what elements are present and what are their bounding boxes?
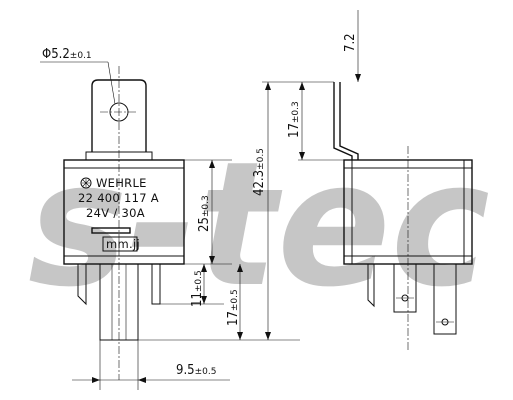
date-stamp-box xyxy=(102,236,138,252)
pin-short-dim: 11±0.5 xyxy=(190,270,205,307)
pin-spacing-dim: 9.5±0.5 xyxy=(176,363,216,378)
front-dimensions: Φ5.2±0.1 25±0.3 11±0.5 17±0.5 9.5±0.5 xyxy=(40,47,250,390)
side-view xyxy=(333,82,473,352)
dim-pin-long-arrows xyxy=(237,264,243,340)
side-pin-a-hole xyxy=(401,294,409,302)
side-pin-a xyxy=(393,263,417,313)
pin-center xyxy=(99,264,139,341)
front-view: WEHRLE 22 400 117 A 24V / 30A mm.jj xyxy=(63,66,185,380)
brand-label: WEHRLE xyxy=(96,176,147,190)
side-bracket-inner xyxy=(339,82,359,160)
bracket-base xyxy=(85,151,153,160)
side-dimensions: 7.2 42.3±0.5 17±0.3 xyxy=(250,10,361,341)
part-number-label: 22 400 117 A xyxy=(78,191,159,205)
date-stamp-label: mm.jj xyxy=(106,237,140,251)
bracket-height-dim: 17±0.3 xyxy=(287,101,302,138)
total-height-dim: 42.3±0.5 xyxy=(252,148,267,196)
dim-bracket-arrows xyxy=(299,82,305,160)
hole-diameter-dim: Φ5.2±0.1 xyxy=(42,47,92,62)
label-plate xyxy=(91,227,131,234)
pin-right xyxy=(151,264,161,305)
wehrle-logo-icon xyxy=(80,177,92,189)
hole-leader-d xyxy=(107,61,116,105)
side-bracket xyxy=(333,82,353,160)
side-pin-b xyxy=(433,263,457,335)
dim-offset-arrow xyxy=(355,74,361,82)
watermark-text: s-tec xyxy=(28,124,490,325)
logo-mark xyxy=(82,179,90,187)
pin-left xyxy=(77,264,87,306)
side-pin-small xyxy=(367,264,375,308)
pin-long-dim: 17±0.5 xyxy=(226,289,241,326)
relay-body-front xyxy=(63,159,185,265)
rating-label: 24V / 30A xyxy=(86,206,145,220)
body-height-dim: 25±0.3 xyxy=(197,195,212,232)
watermark: s-tec xyxy=(28,124,490,325)
dim-pin-short-arrows xyxy=(201,264,207,304)
bracket-offset-dim: 7.2 xyxy=(343,33,358,52)
